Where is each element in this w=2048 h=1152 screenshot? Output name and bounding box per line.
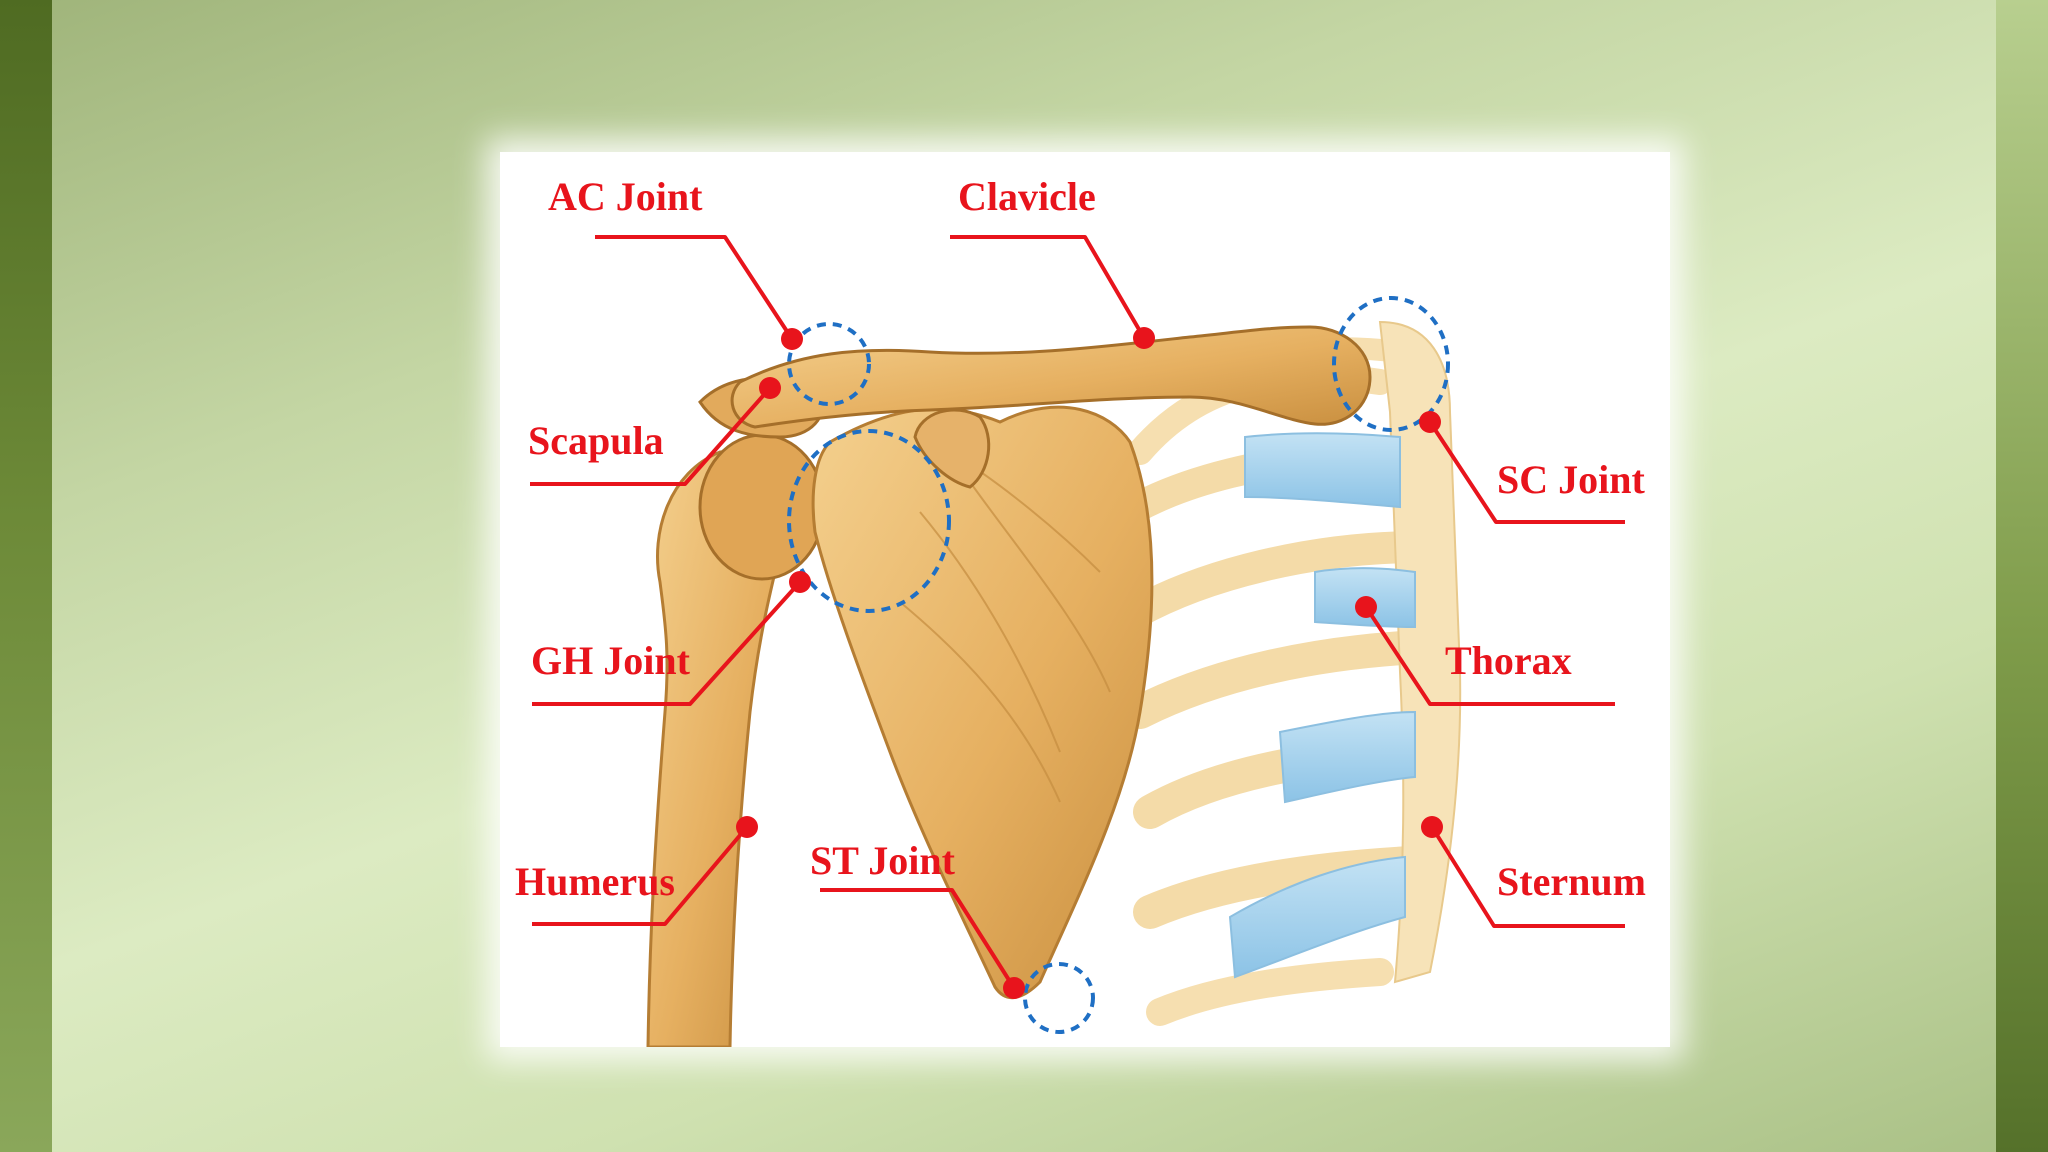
label-thorax: Thorax bbox=[1445, 638, 1572, 683]
gh-joint-leader bbox=[532, 580, 802, 706]
left-edge-band bbox=[0, 0, 52, 1152]
rib-5 bbox=[1123, 630, 1437, 729]
sc-joint-circle bbox=[1332, 296, 1450, 432]
joint-circles bbox=[787, 296, 1450, 1034]
label-humerus: Humerus bbox=[515, 859, 675, 904]
leader-lines bbox=[530, 235, 1625, 990]
scapula-bone bbox=[811, 405, 1154, 1000]
leader-dots bbox=[736, 327, 1443, 999]
st-joint-leader bbox=[820, 888, 1016, 990]
label-clavicle: Clavicle bbox=[958, 174, 1096, 219]
rib-4 bbox=[1104, 531, 1436, 638]
thorax-dot bbox=[1355, 596, 1377, 618]
label-sc-joint: SC Joint bbox=[1497, 457, 1645, 502]
gh-joint-dot bbox=[789, 571, 811, 593]
sc-joint-dot bbox=[1419, 411, 1441, 433]
right-edge-band bbox=[1996, 0, 2048, 1152]
st-joint-circle bbox=[1023, 962, 1095, 1034]
humerus-dot bbox=[736, 816, 758, 838]
coracoid-process bbox=[913, 408, 991, 489]
labels: AC Joint Clavicle Scapula SC Joint GH Jo… bbox=[515, 174, 1646, 904]
clavicle-leader bbox=[950, 235, 1146, 340]
cartilage-4 bbox=[1228, 855, 1406, 979]
ac-joint-circle bbox=[787, 322, 871, 406]
label-gh-joint: GH Joint bbox=[531, 638, 691, 683]
label-st-joint: ST Joint bbox=[810, 838, 956, 883]
sternum-leader bbox=[1430, 825, 1625, 928]
label-sternum: Sternum bbox=[1497, 859, 1646, 904]
label-scapula: Scapula bbox=[528, 418, 664, 463]
shoulder-anatomy-figure: AC Joint Clavicle Scapula SC Joint GH Jo… bbox=[500, 152, 1670, 1047]
humerus-leader bbox=[532, 825, 749, 926]
clavicle-bone bbox=[730, 325, 1372, 429]
scapula-dot bbox=[759, 377, 781, 399]
cartilage-1 bbox=[1244, 432, 1401, 509]
ac-joint-dot bbox=[781, 328, 803, 350]
ac-joint-leader bbox=[595, 235, 794, 341]
gh-joint-circle bbox=[787, 429, 951, 613]
scapula-texture bbox=[899, 451, 1111, 803]
humeral-head bbox=[698, 433, 826, 581]
label-ac-joint: AC Joint bbox=[548, 174, 703, 219]
rib-8 bbox=[1146, 958, 1394, 1026]
clavicle-dot bbox=[1133, 327, 1155, 349]
sternum-dot bbox=[1421, 816, 1443, 838]
shoulder-anatomy-diagram: AC Joint Clavicle Scapula SC Joint GH Jo… bbox=[515, 174, 1646, 1047]
scapula-leader bbox=[530, 386, 772, 486]
st-joint-dot bbox=[1003, 977, 1025, 999]
thorax-leader bbox=[1364, 605, 1615, 706]
sc-joint-leader bbox=[1428, 420, 1625, 524]
cartilage-3 bbox=[1278, 710, 1416, 804]
